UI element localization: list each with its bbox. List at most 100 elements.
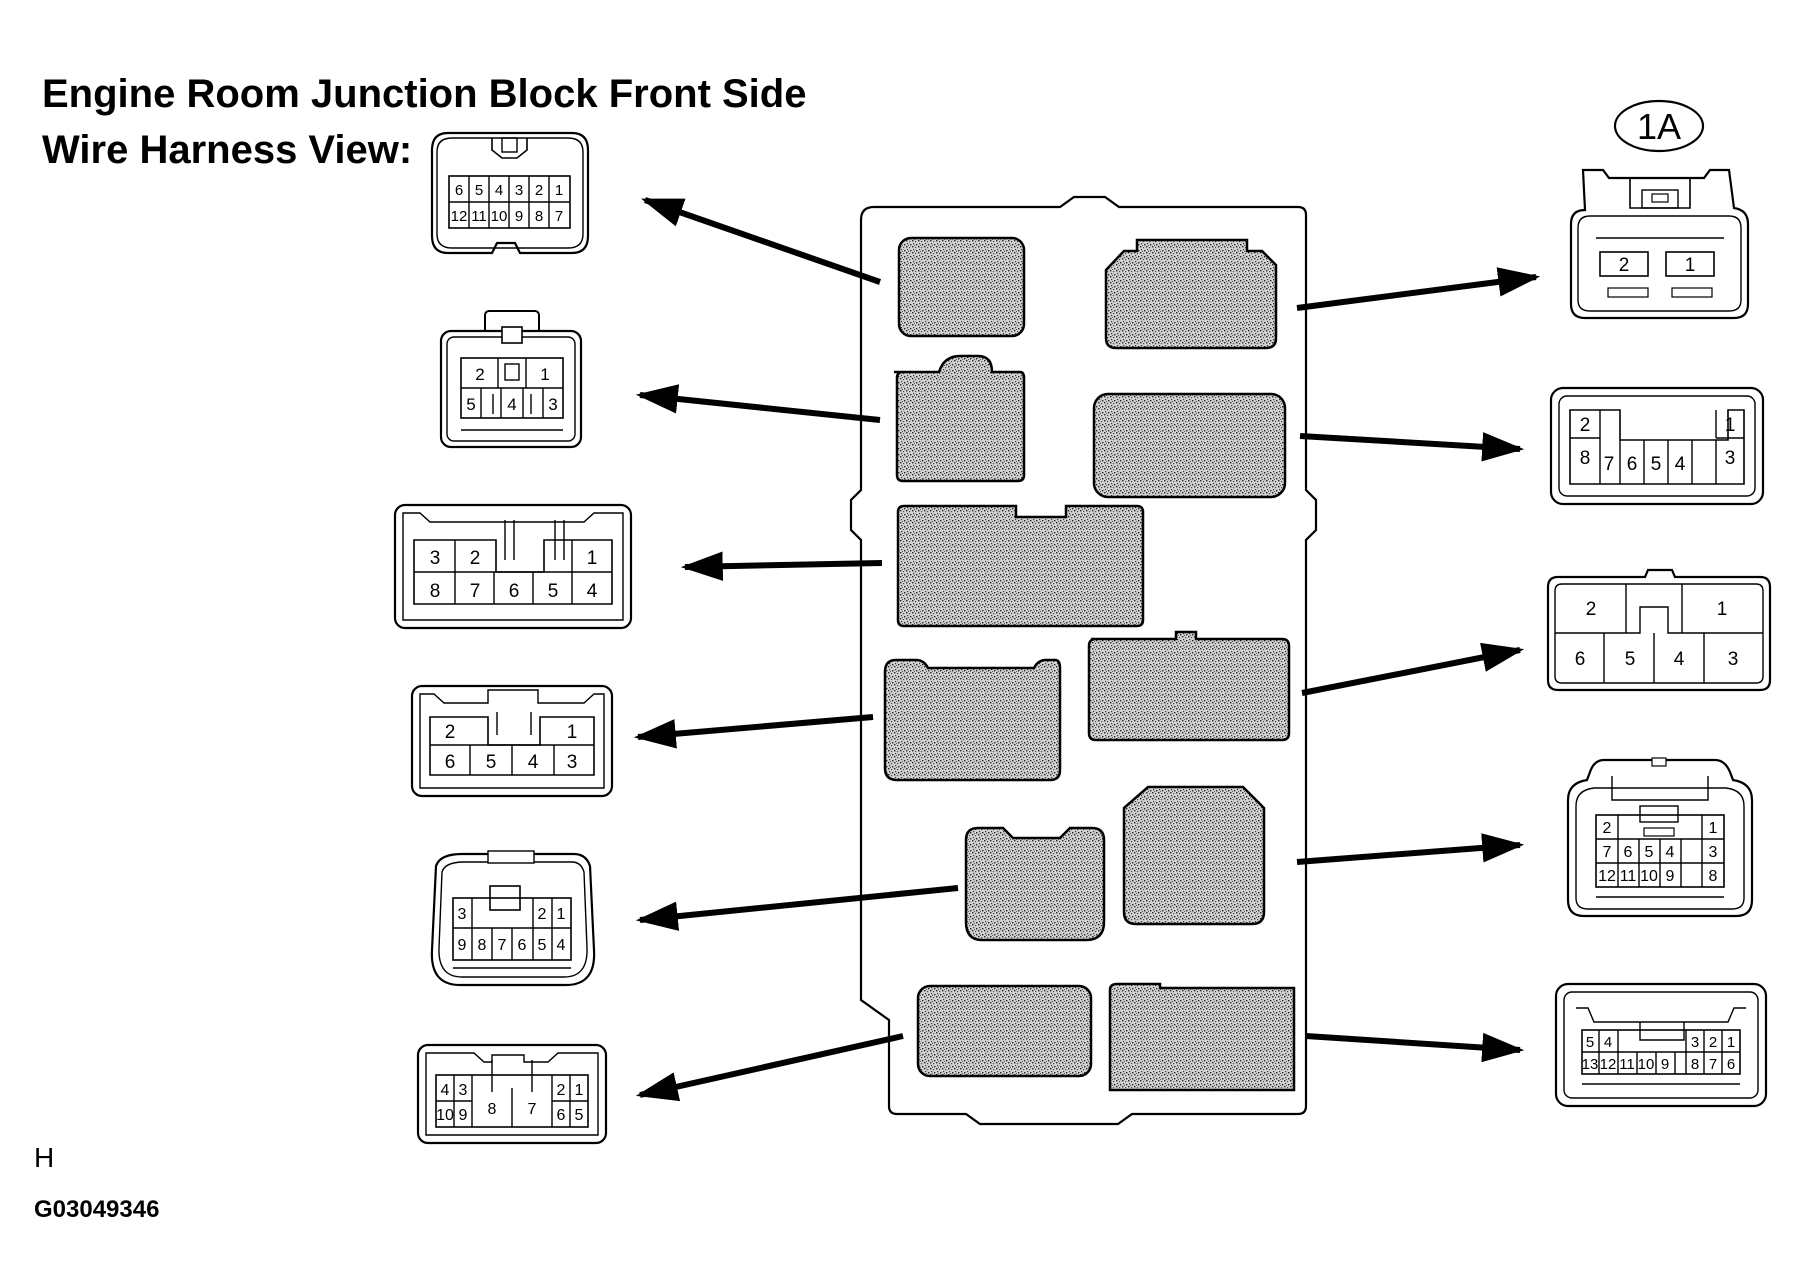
arrow-to-r5 [1305,1032,1525,1063]
pin-label: 1 [555,182,563,199]
pin-label: 3 [548,395,557,414]
pin-label: 3 [459,1082,468,1099]
pin-label: 1 [1727,1034,1735,1051]
pin-label: 11 [1619,1056,1635,1073]
pin-label: 5 [548,581,559,602]
pin-label: 12 [451,208,468,225]
socket [1108,982,1296,1092]
pin-label: 12 [1600,1056,1617,1073]
pin-label: 8 [1709,868,1718,885]
socket [1104,238,1278,350]
arrow-to-l2 [635,384,881,423]
pin-label: 3 [567,752,578,773]
pin-label: 6 [518,937,527,954]
pin-label: 3 [515,182,523,199]
junction-block [849,195,1318,1126]
pin-label: 7 [528,1101,537,1118]
connector-l5: 3 2 1 9 8 7 6 5 4 [430,850,596,987]
pin-label: 10 [1640,868,1658,885]
socket [897,236,1026,338]
pin-label: 4 [1675,454,1686,475]
pin-label: 8 [430,581,441,602]
arrow-to-l3 [680,551,883,581]
pin-label: 4 [1604,1034,1612,1051]
connector-r5: 5 4 3 2 1 13 12 11 10 9 8 7 6 [1554,982,1768,1108]
socket [894,354,1026,483]
pin-label: 8 [1580,448,1591,469]
pin-label: 1 [1725,415,1736,436]
pin-label: 8 [535,208,543,225]
connector-r4: 2 1 7 6 5 4 3 12 11 10 9 8 [1566,757,1754,918]
pin-label: 2 [538,906,547,923]
pin-label: 2 [475,365,484,384]
socket [1092,392,1287,499]
pin-label: 2 [1586,599,1597,620]
pin-label: 2 [445,722,456,743]
socket [883,658,1062,782]
connector-code: 1A [1637,106,1681,147]
pin-label: 11 [471,208,487,225]
pin-label: 3 [1709,844,1718,861]
pin-label: 4 [1674,649,1685,670]
pin-label: 9 [458,937,467,954]
pin-label: 1 [1717,599,1728,620]
pin-label: 7 [498,937,507,954]
pin-label: 3 [458,906,467,923]
connector-l2: 2 1 5 4 3 [439,310,583,449]
pin-label: 1 [1709,820,1718,837]
pin-label: 6 [1727,1056,1735,1073]
pin-label: 9 [459,1107,468,1124]
pin-label: 13 [1582,1056,1599,1073]
pin-label: 3 [1725,448,1736,469]
pin-label: 1 [567,722,578,743]
pin-label: 5 [1586,1034,1594,1051]
pin-label: 5 [575,1107,584,1124]
arrow-to-r2 [1299,432,1525,462]
pin-label: 6 [1627,454,1638,475]
pin-label: 9 [1661,1056,1669,1073]
pin-label: 2 [1603,820,1612,837]
pin-label: 11 [1620,868,1637,885]
pin-label: 4 [528,752,539,773]
arrow-to-l6 [635,1033,904,1102]
connector-code-badge [1613,99,1705,153]
socket [916,984,1093,1078]
pin-label: 4 [507,395,516,414]
pin-label: 8 [488,1101,497,1118]
pin-label: 7 [1709,1056,1717,1073]
pin-label: 5 [475,182,483,199]
socket [1087,630,1291,742]
pin-label: 1 [1685,255,1696,276]
pin-label: 1 [540,365,549,384]
arrows [633,197,1541,1102]
pin-label: 6 [445,752,456,773]
connector-l1: 6 5 4 3 2 1 12 11 10 9 8 7 [430,131,590,255]
pin-label: 9 [1666,868,1675,885]
pin-label: 5 [486,752,497,773]
pin-label: 7 [555,208,563,225]
socket [1122,785,1266,926]
pin-label: 4 [557,937,566,954]
arrow-to-r4 [1296,833,1525,865]
pin-label: 6 [1624,844,1633,861]
pin-label: 7 [470,581,481,602]
pin-label: 4 [441,1082,450,1099]
connector-l3: 3 2 1 8 7 6 5 4 [393,503,633,630]
view-code-label: H [34,1142,55,1173]
connector-l6: 4 3 2 1 10 9 8 7 6 5 [416,1043,608,1145]
pin-label: 2 [1580,415,1591,436]
arrow-to-r3 [1301,642,1525,696]
pin-label: 1 [575,1082,584,1099]
arrow-to-l5 [635,885,959,931]
arrow-to-l1 [641,197,881,285]
pin-label: 4 [495,182,503,199]
pin-label: 2 [470,548,481,569]
pin-label: 4 [587,581,598,602]
pin-label: 5 [1625,649,1636,670]
pin-label: 2 [1619,255,1630,276]
connector-r1: 1A 2 1 [1569,99,1750,320]
pin-label: 3 [1691,1034,1699,1051]
arrow-to-r1 [1296,267,1541,311]
diagram-subtitle: Wire Harness View: [42,128,413,172]
arrow-to-l4 [633,714,874,749]
